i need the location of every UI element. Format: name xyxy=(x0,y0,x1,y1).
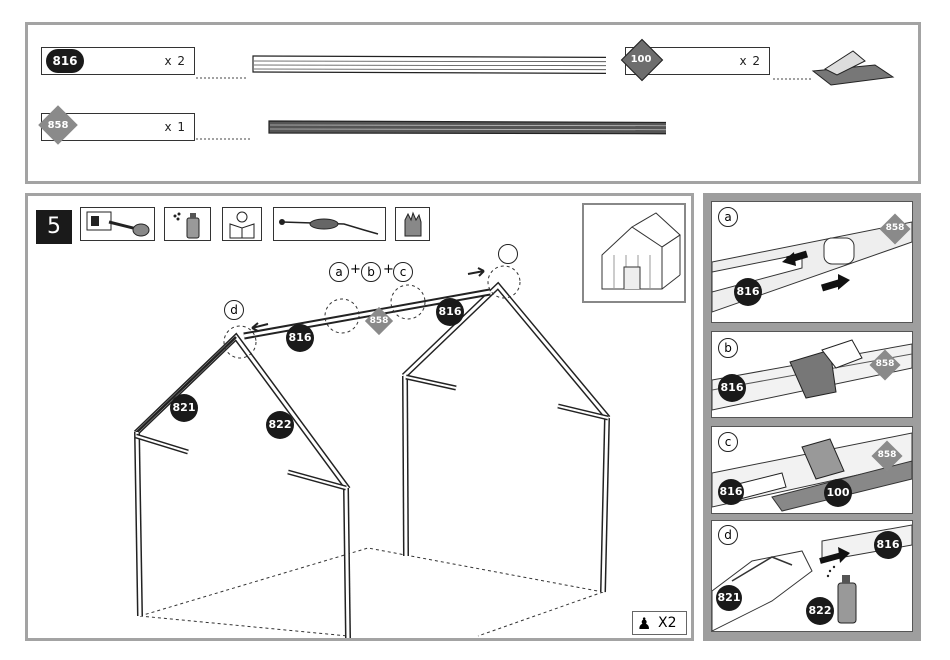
ridge-816-left: 816 xyxy=(286,324,314,352)
rafter-821: 821 xyxy=(170,394,198,422)
detail-b-letter: b xyxy=(718,338,738,358)
ridge-816-right: 816 xyxy=(436,298,464,326)
part-858-qty: x 1 xyxy=(164,120,186,134)
detail-b-858: 858 xyxy=(865,359,905,369)
part-816-badge: 816 xyxy=(46,49,84,73)
rafter-822: 822 xyxy=(266,411,294,439)
step-panel: 5 xyxy=(25,193,694,641)
part-858-badge: 858 xyxy=(38,120,78,131)
sequence-c: c xyxy=(393,262,413,282)
detail-a-letter: a xyxy=(718,207,738,227)
parts-panel: 816 x 2 x 2 100 x 1 858 xyxy=(25,22,921,184)
detail-c-drawing xyxy=(712,427,912,513)
detail-a-858: 858 xyxy=(875,223,913,233)
detail-d-822: 822 xyxy=(806,597,834,625)
detail-c-letter: c xyxy=(718,432,738,452)
detail-d-816: 816 xyxy=(874,531,902,559)
detail-d-callout: d xyxy=(224,300,244,320)
part-100-qty: x 2 xyxy=(739,54,761,68)
sequence-b: b xyxy=(361,262,381,282)
sequence-a: a xyxy=(329,262,349,282)
detail-d-letter: d xyxy=(718,525,738,545)
detail-c: c 816 100 858 xyxy=(711,426,913,514)
detail-d: d 816 821 822 xyxy=(711,520,913,632)
part-816-qty: x 2 xyxy=(164,54,186,68)
part-858-marker-label: 858 xyxy=(359,316,399,326)
people-count-box: ♟ X2 xyxy=(632,611,687,635)
detail-a-816: 816 xyxy=(734,278,762,306)
detail-empty-callout xyxy=(498,244,518,264)
part-816-profile xyxy=(196,50,606,80)
part-816-box: 816 x 2 xyxy=(41,47,195,75)
part-858-profile xyxy=(196,115,666,145)
person-icon: ♟ xyxy=(637,614,651,633)
detail-c-816: 816 xyxy=(718,479,744,505)
detail-b: b 816 858 xyxy=(711,331,913,418)
detail-a: a 816 858 xyxy=(711,201,913,323)
detail-c-858: 858 xyxy=(867,450,907,460)
detail-c-100: 100 xyxy=(824,479,852,507)
part-100-badge: 100 xyxy=(621,54,661,65)
detail-d-821: 821 xyxy=(716,585,742,611)
detail-b-816: 816 xyxy=(718,374,746,402)
sequence-plus-1: + xyxy=(350,262,361,277)
tape-icon xyxy=(773,41,913,91)
people-count: X2 xyxy=(658,615,677,631)
